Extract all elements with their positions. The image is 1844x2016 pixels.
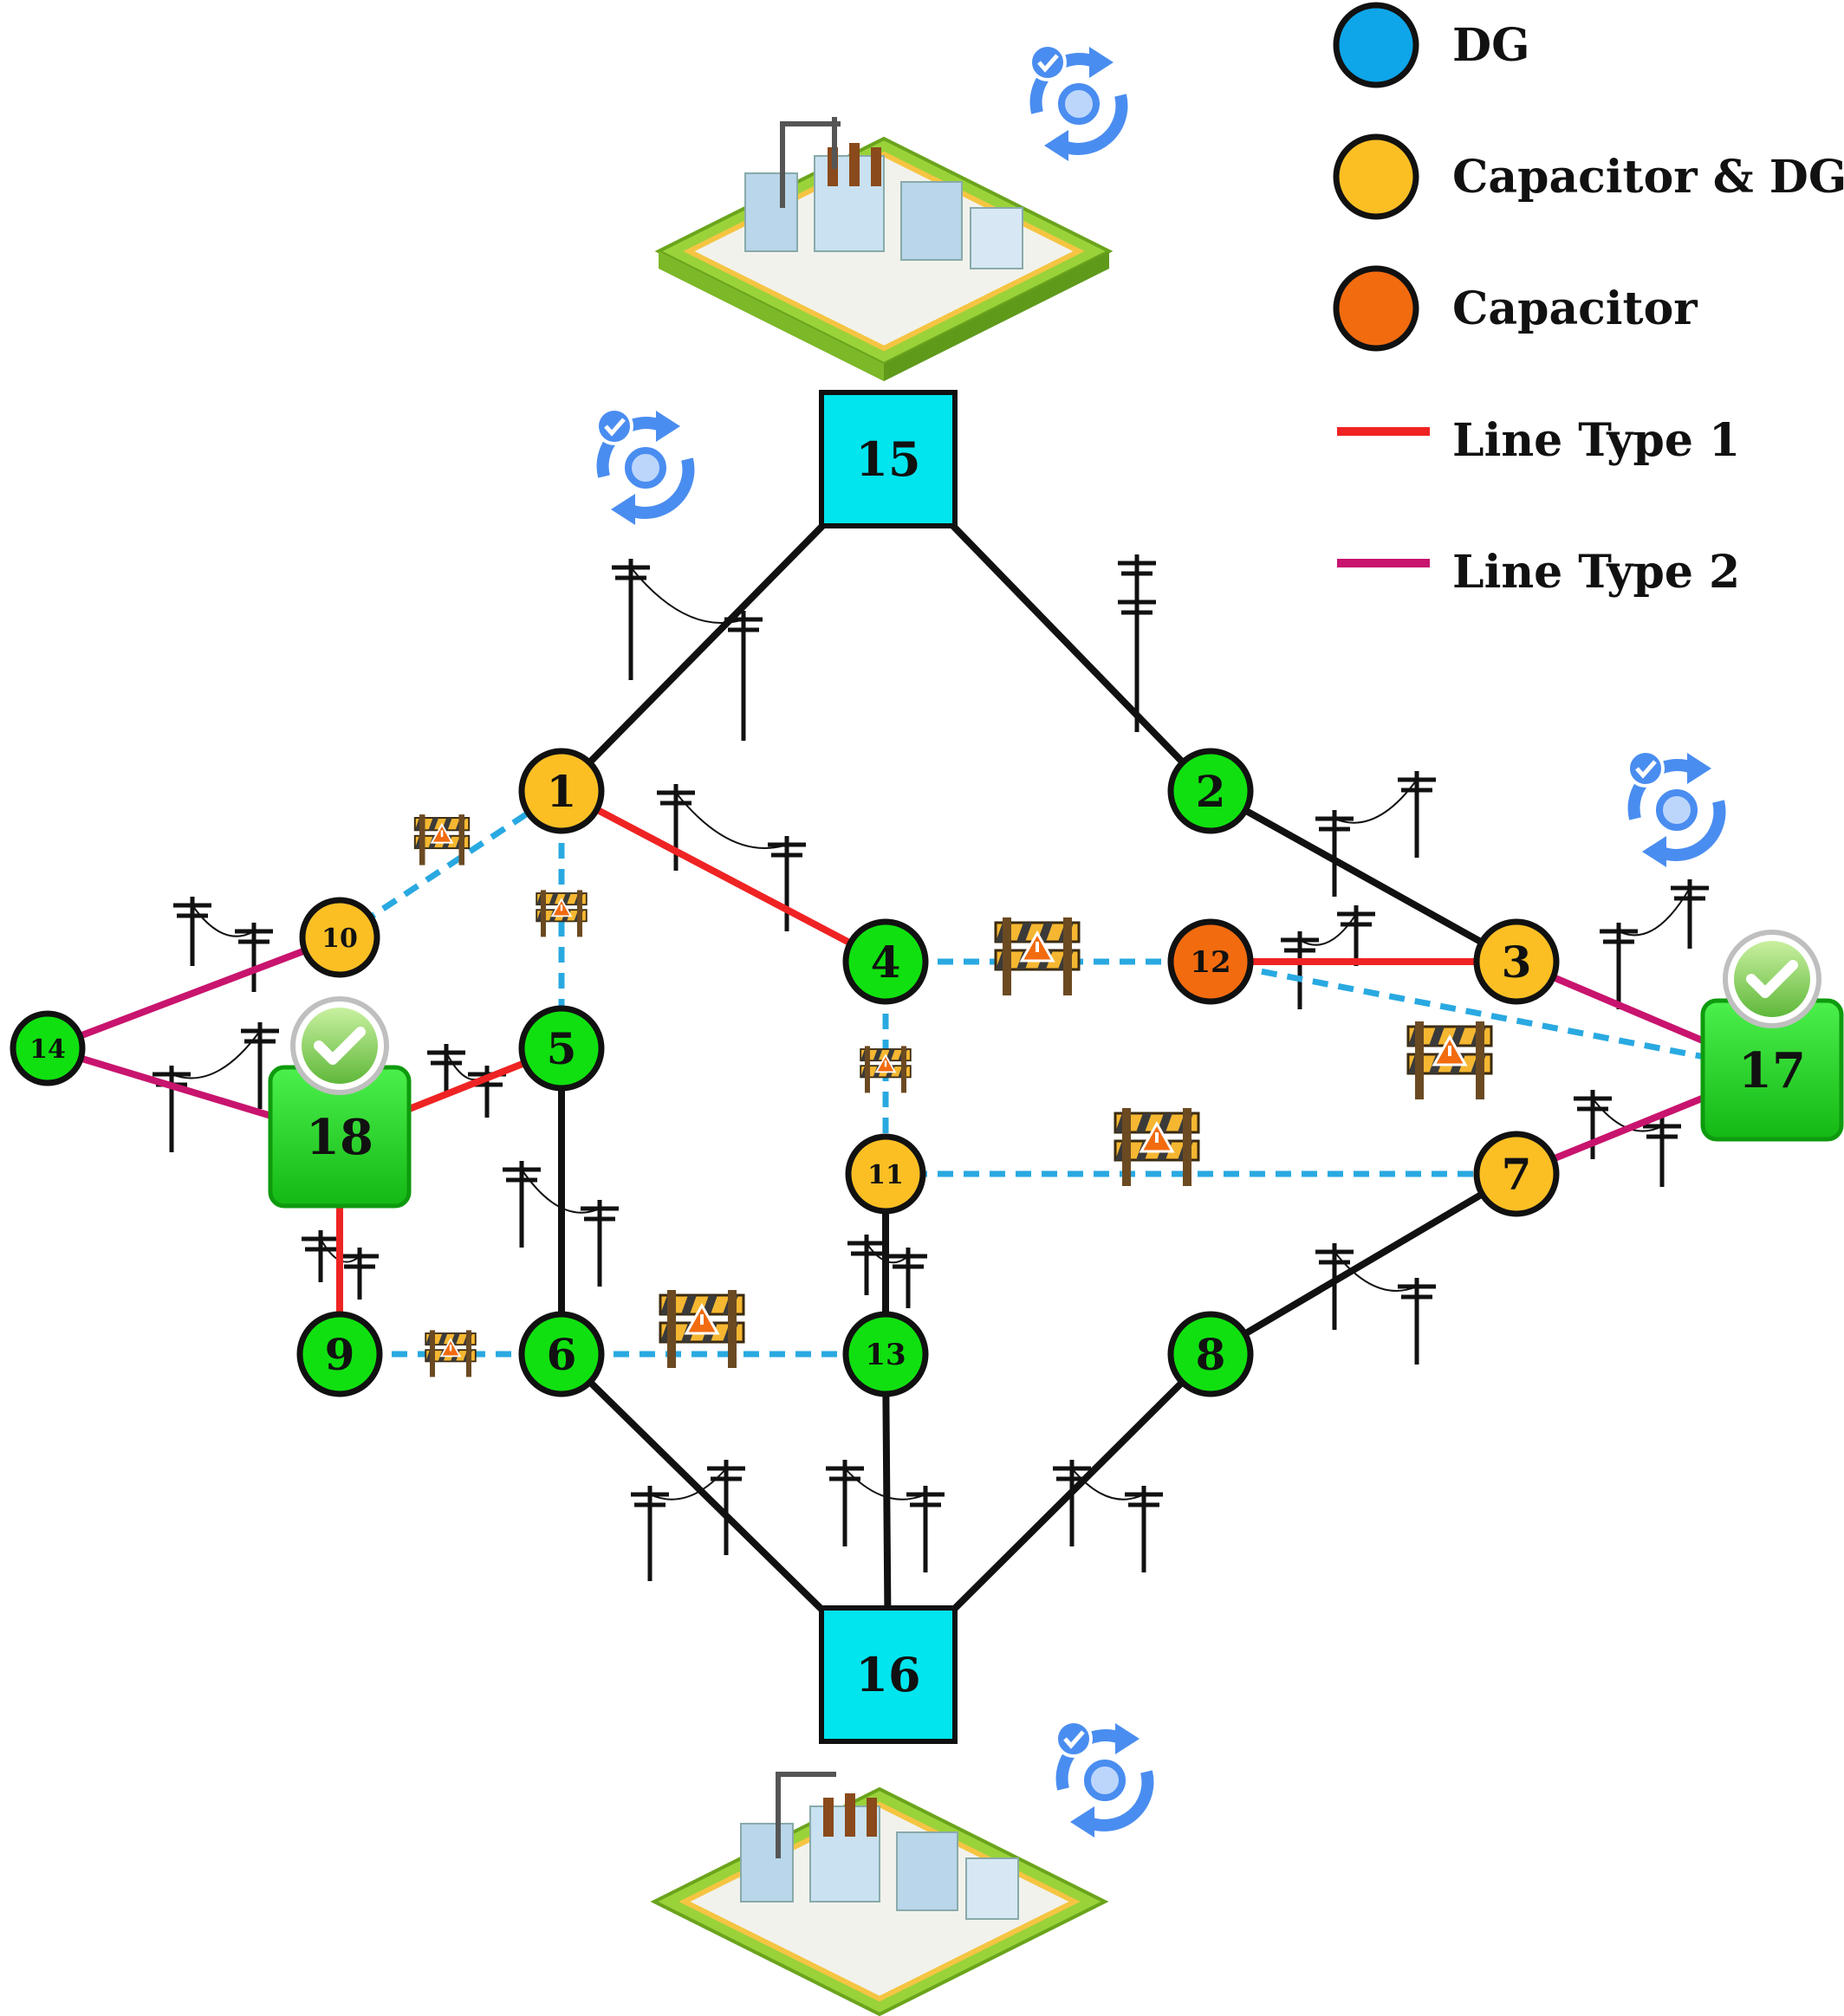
- barrier-11-7: [1114, 1108, 1200, 1186]
- bus-node-8[interactable]: 8: [1167, 1311, 1254, 1397]
- legend-label: Capacitor: [1452, 282, 1698, 335]
- substation-illustration-bottom: [650, 1772, 1109, 2016]
- substation-node-16[interactable]: 16: [819, 1605, 958, 1744]
- bus-label: 8: [1196, 1329, 1226, 1380]
- refresh-cycle-icon: [1029, 43, 1128, 161]
- line-1-4: [560, 788, 887, 965]
- charging-station-18[interactable]: 18: [268, 996, 412, 1209]
- bus-node-12[interactable]: 12: [1167, 918, 1254, 1005]
- bus-node-7[interactable]: 7: [1473, 1131, 1560, 1217]
- power-wire-icon: [1071, 1468, 1145, 1501]
- legend-item-4: Line Type 2: [1337, 546, 1740, 599]
- legend-label: Capacitor & DG: [1452, 151, 1844, 204]
- bus-label: 9: [325, 1329, 355, 1380]
- utility-pole-icon: [235, 923, 273, 992]
- bus-label: 11: [867, 1160, 904, 1190]
- power-wire-icon: [649, 1468, 727, 1501]
- power-wire-icon: [675, 792, 788, 849]
- barrier-9-6: [425, 1330, 477, 1377]
- substation-label: 16: [855, 1647, 920, 1702]
- utility-pole-icon: [631, 1486, 669, 1581]
- bus-node-6[interactable]: 6: [518, 1311, 605, 1397]
- bus-node-4[interactable]: 4: [842, 918, 929, 1005]
- tie-line-10-1: [338, 788, 563, 940]
- power-wire-icon: [1334, 779, 1418, 824]
- legend-item-2: Capacitor: [1333, 265, 1698, 352]
- check-badge-icon: [1723, 930, 1821, 1028]
- substation-node-15[interactable]: 15: [819, 390, 958, 528]
- legend-label: Line Type 1: [1452, 414, 1740, 467]
- utility-pole-icon: [1643, 1118, 1681, 1187]
- utility-pole-icon: [1671, 879, 1709, 949]
- utility-pole-icon: [173, 897, 211, 966]
- legend-swatch: [1333, 265, 1419, 352]
- utility-pole-icon: [724, 611, 763, 741]
- bus-node-11[interactable]: 11: [845, 1133, 926, 1215]
- bus-label: 7: [1502, 1149, 1532, 1200]
- legend-swatch: [1333, 2, 1419, 88]
- bus-node-14[interactable]: 14: [10, 1010, 86, 1086]
- bus-label: 2: [1196, 766, 1226, 817]
- substation-label: 15: [855, 431, 920, 487]
- charging-station-label: 18: [306, 1109, 373, 1166]
- refresh-cycle-icon: [595, 407, 695, 525]
- legend-item-1: Capacitor & DG: [1333, 133, 1844, 220]
- line-7-8: [1208, 1170, 1519, 1358]
- refresh-cycle-icon: [1055, 1720, 1154, 1838]
- bus-node-3[interactable]: 3: [1473, 918, 1560, 1005]
- charging-station-label: 17: [1738, 1042, 1806, 1099]
- power-wire-icon: [1618, 887, 1691, 937]
- substation-illustration-top: [654, 117, 1114, 381]
- power-wire-icon: [171, 1030, 261, 1079]
- legend-item-0: DG: [1333, 2, 1530, 88]
- bus-label: 6: [547, 1329, 577, 1380]
- legend-swatch: [1333, 133, 1419, 220]
- barrier-1-5: [536, 890, 588, 937]
- bus-label: 12: [1190, 945, 1230, 980]
- utility-pole-icon: [612, 559, 650, 680]
- power-wire-icon: [192, 904, 255, 937]
- bus-node-13[interactable]: 13: [842, 1311, 929, 1397]
- barrier-12-17: [1406, 1021, 1493, 1099]
- refresh-cycle-icon: [1626, 749, 1726, 867]
- utility-pole-icon: [503, 1161, 541, 1248]
- bus-node-9[interactable]: 9: [296, 1311, 383, 1397]
- check-badge-icon: [290, 996, 389, 1095]
- utility-pole-icon: [341, 1248, 379, 1300]
- barrier-4-12: [994, 917, 1081, 995]
- barrier-1-10: [413, 814, 471, 865]
- barrier-6-13: [659, 1290, 745, 1368]
- utility-pole-icon: [1281, 931, 1319, 1009]
- legend-item-3: Line Type 1: [1337, 414, 1740, 467]
- bus-node-2[interactable]: 2: [1167, 748, 1254, 834]
- utility-pole-icon: [707, 1460, 745, 1555]
- power-wire-icon: [1299, 913, 1357, 946]
- barrier-4-11: [860, 1046, 912, 1093]
- bus-node-10[interactable]: 10: [299, 897, 380, 978]
- line-2-3: [1209, 788, 1518, 965]
- bus-label: 10: [321, 924, 358, 954]
- bus-node-5[interactable]: 5: [518, 1005, 605, 1092]
- bus-label: 13: [865, 1338, 906, 1372]
- bus-label: 1: [547, 766, 577, 817]
- charging-station-17[interactable]: 17: [1700, 930, 1844, 1142]
- legend-label: DG: [1452, 19, 1530, 72]
- bus-label: 5: [547, 1023, 577, 1074]
- line-14-10: [46, 934, 341, 1052]
- power-wire-icon: [1334, 1251, 1418, 1292]
- bus-label: 4: [871, 937, 901, 988]
- tie-line-12-17: [1210, 958, 1773, 1073]
- utility-pole-icon: [1398, 771, 1436, 858]
- bus-label: 14: [29, 1034, 66, 1065]
- bus-label: 3: [1502, 937, 1532, 988]
- utility-pole-icon: [826, 1460, 864, 1546]
- power-wire-icon: [630, 567, 744, 624]
- bus-node-1[interactable]: 1: [518, 748, 605, 834]
- legend-label: Line Type 2: [1452, 546, 1740, 599]
